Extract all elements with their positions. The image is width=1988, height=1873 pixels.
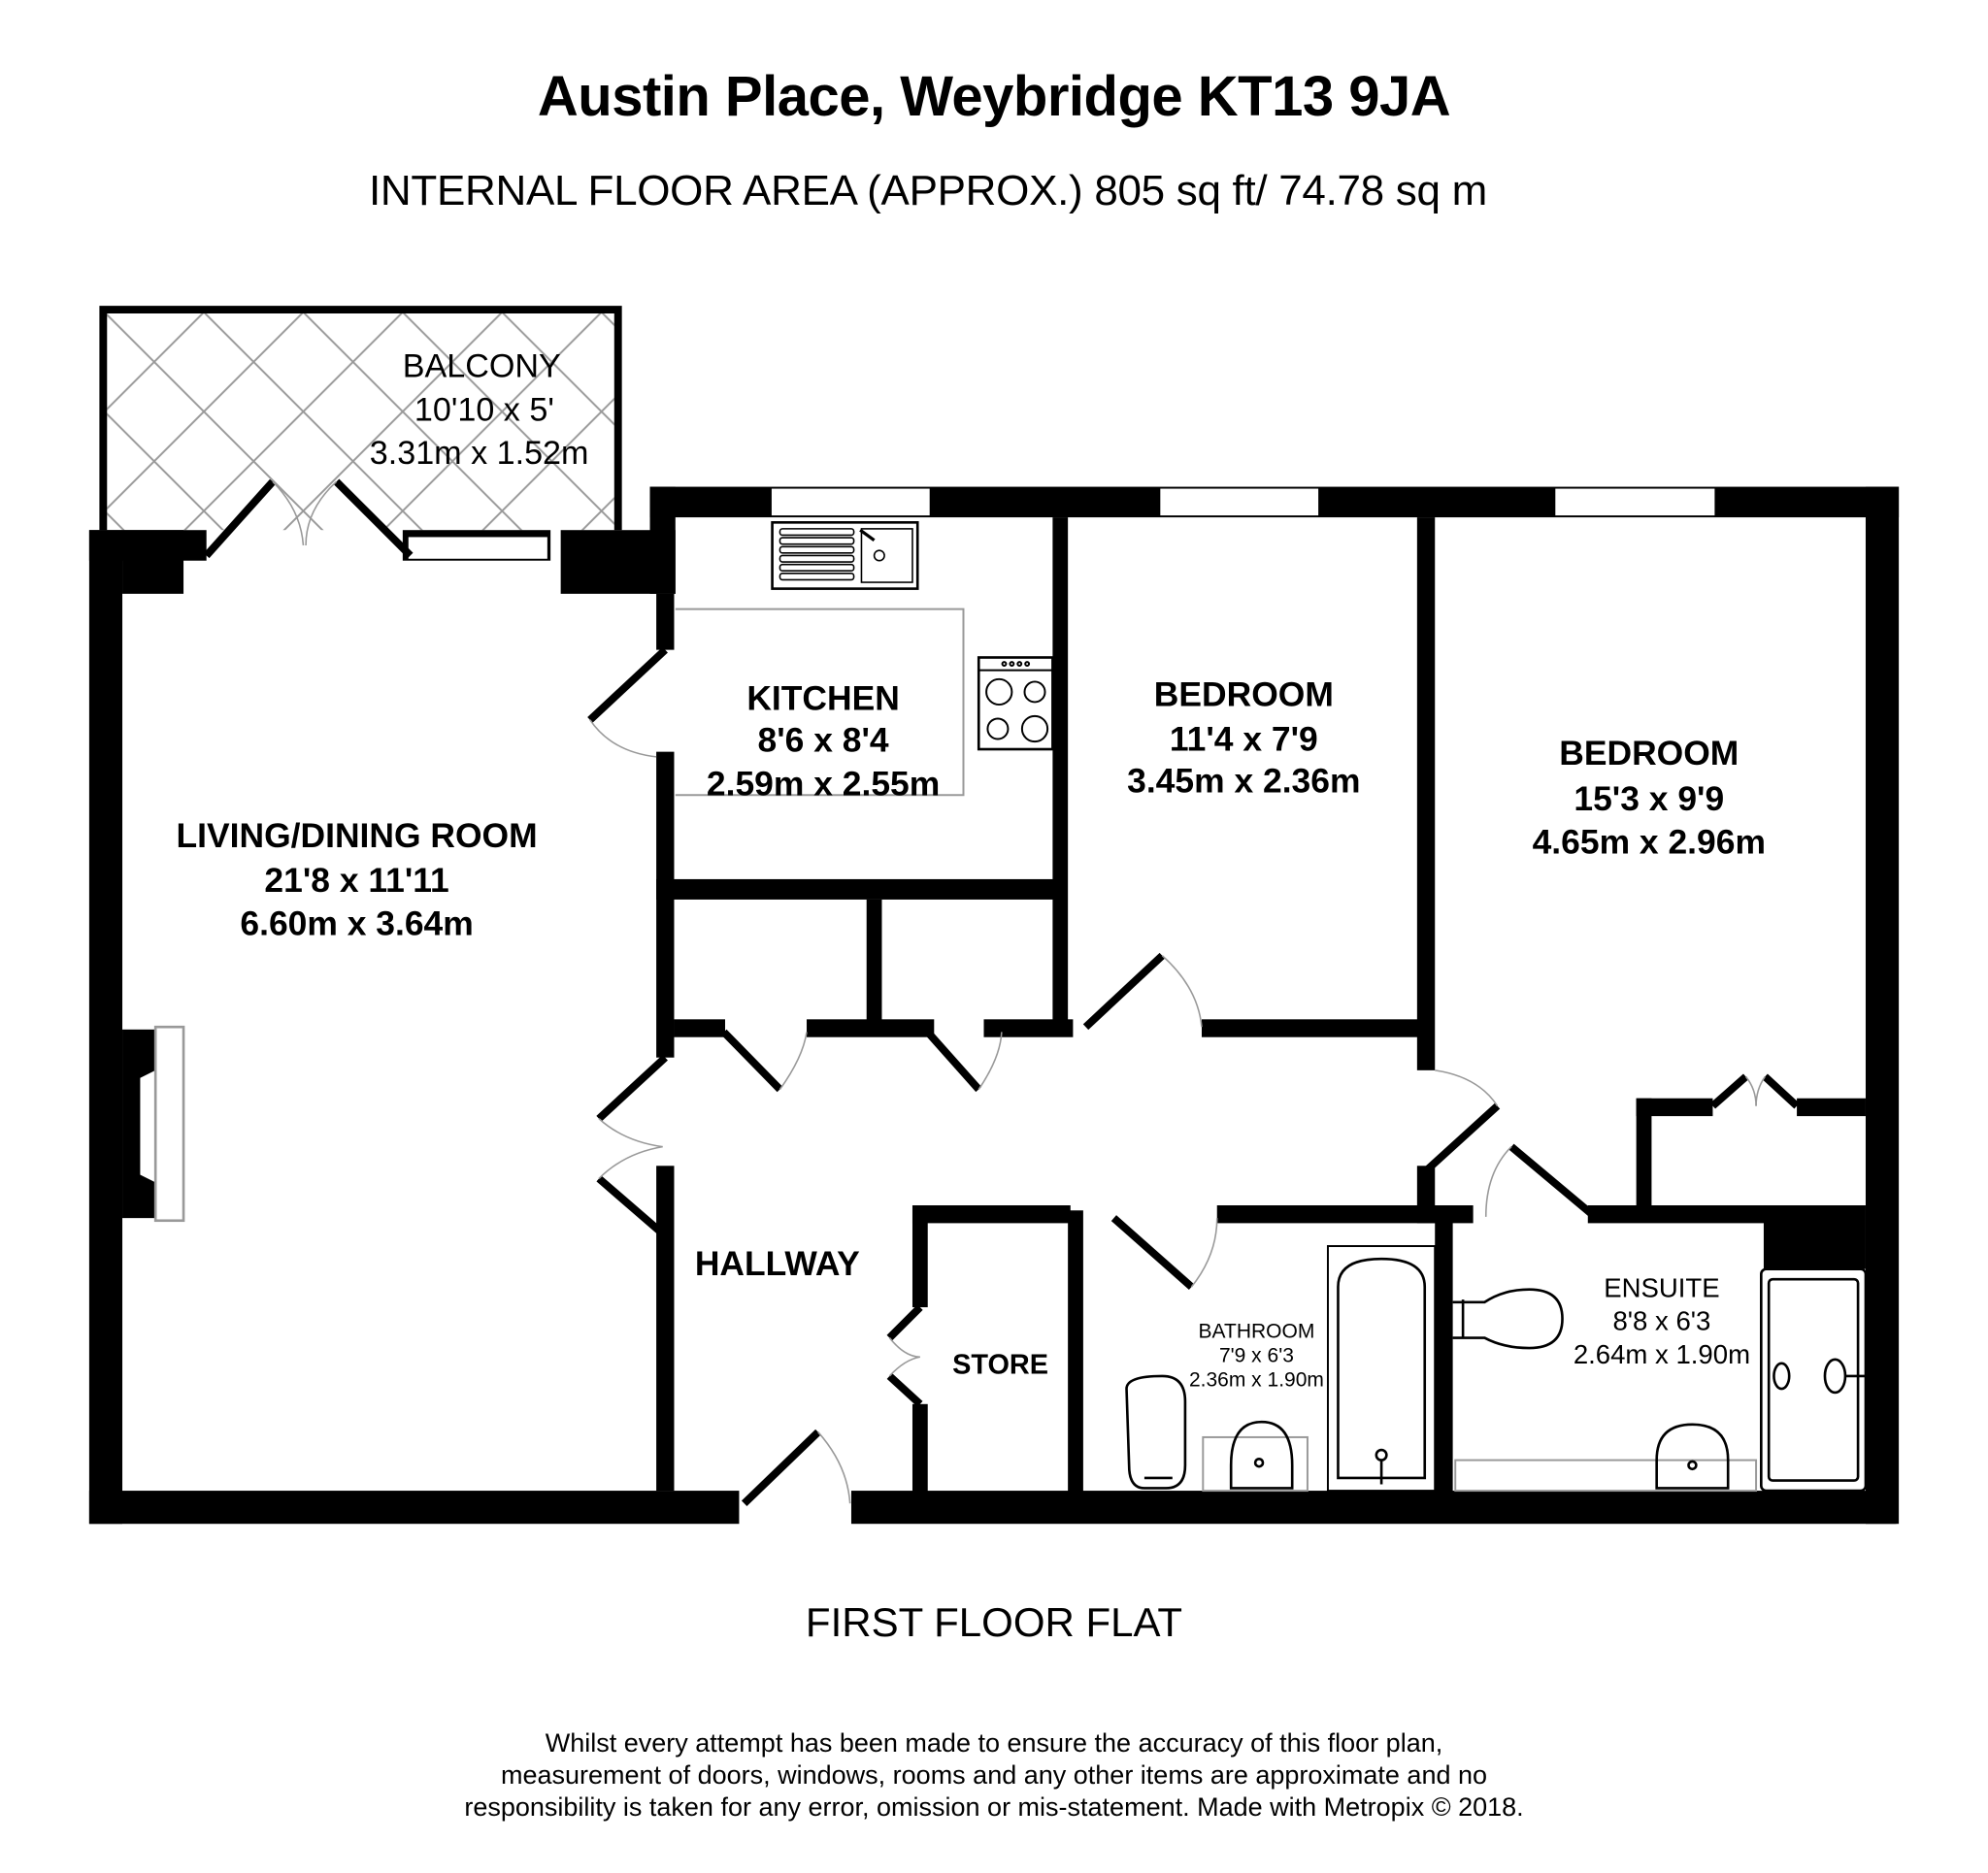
disclaimer-line: measurement of doors, windows, rooms and… <box>500 1760 1488 1790</box>
living-metric: 6.60m x 3.64m <box>240 904 473 943</box>
windows <box>407 487 1716 561</box>
bedroom2-imperial: 15'3 x 9'9 <box>1574 779 1724 818</box>
window-living <box>407 536 549 561</box>
kitchen-name: KITCHEN <box>746 678 900 717</box>
basin-icon <box>1655 1423 1730 1490</box>
disclaimer: Whilst every attempt has been made to en… <box>0 1727 1988 1824</box>
bathroom-fixtures <box>1125 1245 1437 1493</box>
kitchen-imperial: 8'6 x 8'4 <box>758 721 889 760</box>
ensuite-metric: 2.64m x 1.90m <box>1574 1339 1750 1369</box>
bedroom1-name: BEDROOM <box>1154 674 1334 713</box>
bathroom-name: BATHROOM <box>1199 1321 1315 1343</box>
toilet-icon <box>1452 1288 1564 1350</box>
window-kitchen <box>770 487 932 517</box>
bathroom-imperial: 7'9 x 6'3 <box>1219 1344 1294 1366</box>
balcony-name: BALCONY <box>403 348 561 385</box>
doors <box>203 478 1800 1507</box>
window-bedroom1 <box>1159 487 1320 517</box>
ensuite-fixtures <box>1452 1267 1868 1493</box>
kitchen-metric: 2.59m x 2.55m <box>707 764 940 803</box>
bedroom2-name: BEDROOM <box>1559 734 1739 772</box>
floor-area-subtitle: INTERNAL FLOOR AREA (APPROX.) 805 sq ft/… <box>369 167 1487 214</box>
ensuite-imperial: 8'8 x 6'3 <box>1612 1306 1710 1336</box>
balcony-imperial: 10'10 x 5' <box>414 391 554 428</box>
bedroom2-metric: 4.65m x 2.96m <box>1533 823 1766 862</box>
balcony-metric: 3.31m x 1.52m <box>370 435 589 472</box>
living-name: LIVING/DINING ROOM <box>177 816 538 855</box>
property-address-title: Austin Place, Weybridge KT13 9JA <box>537 65 1451 128</box>
ensuite-name: ENSUITE <box>1604 1273 1719 1303</box>
kitchen-worktop <box>675 608 965 797</box>
kitchen-fixtures <box>675 521 1054 797</box>
bedroom1-imperial: 11'4 x 7'9 <box>1170 719 1318 758</box>
disclaimer-line: Whilst every attempt has been made to en… <box>545 1728 1443 1758</box>
toilet-icon <box>1125 1374 1187 1490</box>
drainer-icon <box>779 528 855 581</box>
fireplace-icon <box>122 1025 185 1223</box>
basin-icon <box>1229 1420 1294 1490</box>
shower-icon <box>1760 1267 1868 1493</box>
window-bedroom2 <box>1553 487 1716 517</box>
bedroom1-metric: 3.45m x 2.36m <box>1127 762 1360 801</box>
interior-walls <box>656 517 1866 1494</box>
hob-icon <box>977 656 1054 751</box>
balcony <box>99 306 622 531</box>
disclaimer-line: responsibility is taken for any error, o… <box>464 1792 1524 1822</box>
store-name: STORE <box>952 1349 1048 1380</box>
hallway-name: HALLWAY <box>695 1244 860 1283</box>
bath-icon <box>1326 1245 1437 1493</box>
floor-label: FIRST FLOOR FLAT <box>805 1599 1183 1645</box>
door-swings <box>272 480 1766 1504</box>
room-labels: BALCONY 10'10 x 5' 3.31m x 1.52m KITCHEN… <box>177 348 1766 1392</box>
bathroom-metric: 2.36m x 1.90m <box>1189 1368 1324 1391</box>
living-imperial: 21'8 x 11'11 <box>264 861 448 900</box>
